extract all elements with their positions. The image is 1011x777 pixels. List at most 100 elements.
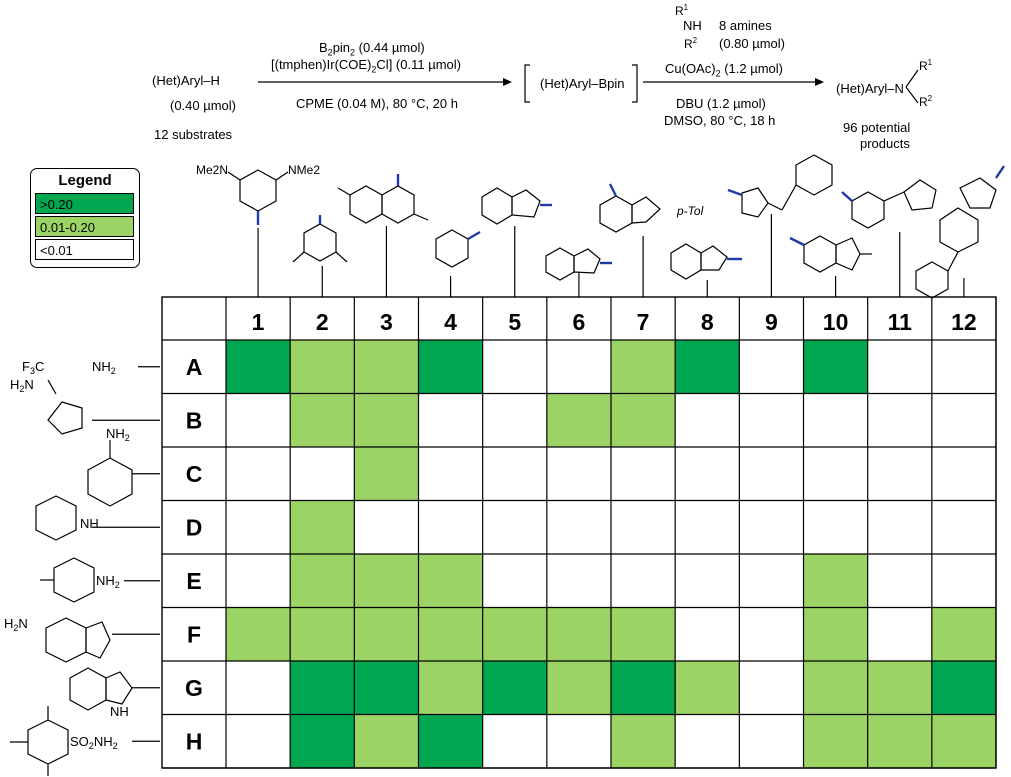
heatmap-cell-F5 <box>482 607 547 661</box>
heatmap-cell-A5 <box>482 340 547 394</box>
amine-f-structure <box>45 617 111 663</box>
column-label-6: 6 <box>573 309 586 335</box>
heatmap-cell-E2 <box>290 554 355 608</box>
heatmap-cell-E11 <box>867 554 932 608</box>
heatmap-cell-H10 <box>803 714 868 768</box>
heatmap-cell-F6 <box>546 607 611 661</box>
heatmap-cell-D6 <box>546 500 611 554</box>
heatmap-cell-E10 <box>803 554 868 608</box>
amine-b-structure <box>47 379 83 435</box>
heatmap-cell-G8 <box>675 661 740 715</box>
heatmap-cell-A9 <box>739 340 804 394</box>
heatmap-cell-B12 <box>931 393 996 447</box>
heatmap-cell-C10 <box>803 447 868 501</box>
heatmap-cell-G5 <box>482 661 547 715</box>
column-label-3: 3 <box>380 309 393 335</box>
amine-e-structure <box>40 557 95 603</box>
heatmap-cell-A12 <box>931 340 996 394</box>
heatmap-cell-A3 <box>354 340 419 394</box>
amine-c-label: NH2 <box>106 426 130 443</box>
heatmap-cell-A2 <box>290 340 355 394</box>
step2-base: DBU (1.2 µmol) <box>676 96 766 111</box>
heatmap-cell-H1 <box>226 714 291 768</box>
column-label-11: 11 <box>888 309 913 335</box>
heatmap-cell-E9 <box>739 554 804 608</box>
amine-g-label: NH <box>110 704 129 719</box>
row-label-E: E <box>186 568 201 594</box>
heatmap-cell-C9 <box>739 447 804 501</box>
heatmap-cell-B5 <box>482 393 547 447</box>
substrate-10-structure <box>789 235 872 273</box>
row-label-H: H <box>186 728 203 754</box>
heatmap-cell-A6 <box>546 340 611 394</box>
amine-count: 8 amines <box>719 18 772 33</box>
heatmap-cell-H12 <box>931 714 996 768</box>
substrate-9-structure <box>727 154 833 218</box>
heatmap-cell-D8 <box>675 500 740 554</box>
s1-nme2-left: Me2N <box>196 163 228 177</box>
heatmap-cell-A10 <box>803 340 868 394</box>
heatmap-cell-E6 <box>546 554 611 608</box>
heatmap-cell-H2 <box>290 714 355 768</box>
product-r2: R2 <box>919 94 933 109</box>
heatmap-cell-G2 <box>290 661 355 715</box>
intermediate-bracket-left <box>524 64 530 103</box>
column-label-9: 9 <box>765 309 778 335</box>
heatmap-cell-F2 <box>290 607 355 661</box>
amine-f-label: H2N <box>4 616 28 633</box>
heatmap-cell-F10 <box>803 607 868 661</box>
legend-entry-mid: 0.01-0.20 <box>35 216 134 237</box>
row-label-G: G <box>185 675 203 701</box>
heatmap-cell-D10 <box>803 500 868 554</box>
heatmap-cell-G12 <box>931 661 996 715</box>
heatmap-cell-F4 <box>418 607 483 661</box>
intermediate-bracket-right <box>632 64 638 103</box>
substrate-8-structure <box>670 243 742 280</box>
heatmap-cell-C5 <box>482 447 547 501</box>
substrate-7-structure <box>599 183 661 233</box>
amine-g-structure <box>69 667 133 711</box>
legend-entry-high: >0.20 <box>35 193 134 214</box>
substrate-3-structure <box>337 174 429 224</box>
product-r1: R1 <box>919 58 933 73</box>
heatmap-cell-G6 <box>546 661 611 715</box>
heatmap-cell-D3 <box>354 500 419 554</box>
heatmap-cell-B2 <box>290 393 355 447</box>
potential-products-2: products <box>860 136 910 151</box>
substrate-6-structure <box>545 247 612 281</box>
start-material: (Het)Aryl–H <box>152 73 220 88</box>
heatmap-cell-G1 <box>226 661 291 715</box>
heatmap-cell-C12 <box>931 447 996 501</box>
heatmap-cell-C6 <box>546 447 611 501</box>
heatmap-cell-H8 <box>675 714 740 768</box>
heatmap-cell-A4 <box>418 340 483 394</box>
row-label-B: B <box>186 407 203 433</box>
heatmap-cell-F9 <box>739 607 804 661</box>
step1-catalyst: [(tmphen)Ir(COE)2Cl] (0.11 µmol) <box>271 57 461 75</box>
heatmap-cell-B6 <box>546 393 611 447</box>
legend: Legend >0.20 0.01-0.20 <0.01 <box>30 168 140 268</box>
heatmap-cell-D2 <box>290 500 355 554</box>
heatmap-cell-H11 <box>867 714 932 768</box>
column-label-7: 7 <box>637 309 650 335</box>
step2-conditions: DMSO, 80 °C, 18 h <box>664 113 776 128</box>
heatmap-cell-B3 <box>354 393 419 447</box>
substrate-5-structure <box>481 187 552 225</box>
column-label-10: 10 <box>823 309 849 335</box>
heatmap-cell-C11 <box>867 447 932 501</box>
heatmap-cell-B7 <box>611 393 676 447</box>
heatmap-cell-F3 <box>354 607 419 661</box>
column-label-12: 12 <box>951 309 977 335</box>
heatmap-cell-B4 <box>418 393 483 447</box>
heatmap-cell-A1 <box>226 340 291 394</box>
row-label-D: D <box>186 514 203 540</box>
heatmap-cell-C7 <box>611 447 676 501</box>
heatmap-cell-C2 <box>290 447 355 501</box>
heatmap-cell-H4 <box>418 714 483 768</box>
heatmap-cell-E8 <box>675 554 740 608</box>
heatmap-cell-E4 <box>418 554 483 608</box>
amine-d-structure <box>35 495 77 541</box>
heatmap-cell-D4 <box>418 500 483 554</box>
